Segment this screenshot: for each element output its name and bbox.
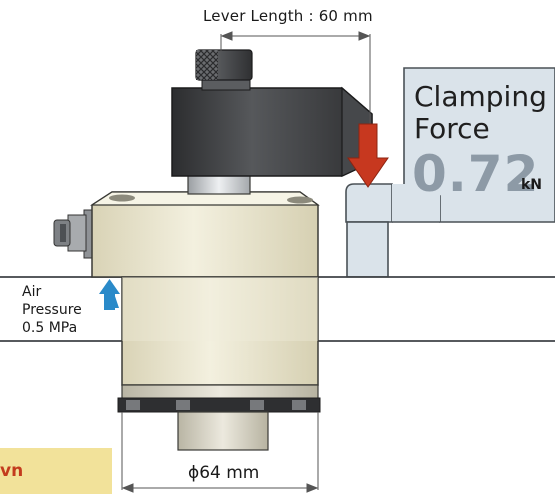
adjust-knob [195,49,253,91]
air-pressure-label-2: Pressure [22,302,82,318]
corner-badge [0,448,112,494]
lever-arm [171,86,373,177]
arrow-down-icon [347,123,389,188]
clamping-force-unit: kN [521,177,543,193]
diameter-dimension [121,412,319,493]
clamping-force-title: Clamping [414,80,547,113]
corner-badge-text: vn [0,461,24,481]
clamping-force-title-2: Force [414,112,490,145]
cylinder-body [89,191,321,451]
diameter-label: ϕ64 mm [188,463,260,483]
clamping-force-value: 0.72 [412,145,540,203]
clamp-workpiece [345,67,555,278]
side-fitting [53,209,95,259]
air-pressure-value: 0.5 MPa [22,320,78,336]
lever-length-label: Lever Length : 60 mm [203,7,373,25]
air-pressure-label: Air [22,284,42,300]
